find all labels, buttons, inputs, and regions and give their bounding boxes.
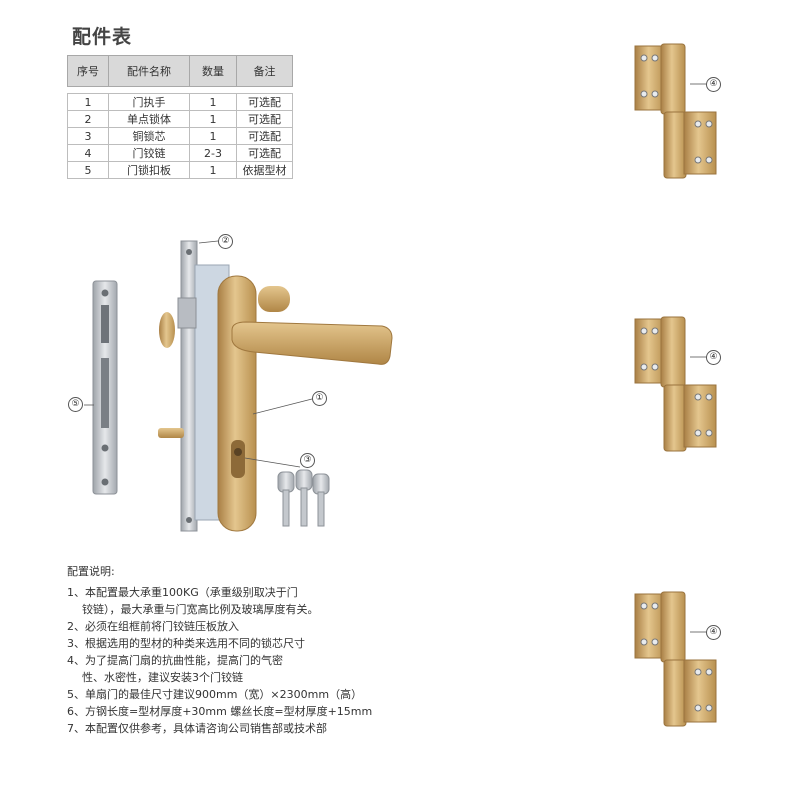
callout-hinge-1: ④	[706, 77, 721, 92]
note-line: 4、为了提高门扇的抗曲性能，提高门的气密	[67, 654, 283, 667]
callout-leaders	[84, 83, 706, 633]
hinge-image-2	[634, 316, 717, 452]
callout-lock-body: ②	[218, 234, 233, 249]
note-line: 5、单扇门的最佳尺寸建议900mm（宽）×2300mm（高）	[67, 688, 363, 701]
table-row: 5 门锁扣板 1 依据型材	[67, 161, 293, 179]
table-header-row: 序号 配件名称 数量 备注	[67, 55, 293, 87]
keys-image	[277, 469, 330, 527]
cell-remark: 可选配	[236, 110, 293, 128]
header-part-name: 配件名称	[108, 55, 190, 87]
header-quantity: 数量	[189, 55, 237, 87]
cell-remark: 依据型材	[236, 161, 293, 179]
note-line: 3、根据选用的型材的种类来选用不同的锁芯尺寸	[67, 637, 305, 650]
callout-hinge-3: ④	[706, 625, 721, 640]
header-remark: 备注	[236, 55, 293, 87]
callout-handle: ①	[312, 391, 327, 406]
page-title: 配件表	[72, 26, 133, 48]
door-handle-image	[159, 275, 393, 532]
note-line: 铰链），最大承重与门宽高比例及玻璃厚度有关。	[82, 603, 319, 616]
note-line: 7、本配置仅供参考，具体请咨询公司销售部或技术部	[67, 722, 327, 735]
callout-strike-plate: ⑤	[68, 397, 83, 412]
notes-title: 配置说明:	[67, 565, 115, 578]
callout-cylinder: ③	[300, 453, 315, 468]
cell-part-name: 门锁扣板	[108, 161, 190, 179]
parts-table: 序号 配件名称 数量 备注 1 门执手 1 可选配 2 单点锁体 1 可选配 3…	[67, 55, 293, 179]
table-row: 2 单点锁体 1 可选配	[67, 110, 293, 128]
hinge-image-1	[634, 43, 717, 179]
note-line: 2、必须在组框前将门铰链压板放入	[67, 620, 239, 633]
strike-plate-image	[92, 280, 118, 495]
cell-quantity: 1	[189, 161, 237, 179]
hinge-image-3	[634, 591, 717, 727]
note-line: 性、水密性，建议安装3个门铰链	[82, 671, 243, 684]
note-line: 1、本配置最大承重100KG（承重级别取决于门	[67, 586, 298, 599]
note-line: 6、方钢长度=型材厚度+30mm 螺丝长度=型材厚度+15mm	[67, 705, 373, 718]
notes-list: 1、本配置最大承重100KG（承重级别取决于门 铰链），最大承重与门宽高比例及玻…	[67, 584, 427, 737]
callout-hinge-2: ④	[706, 350, 721, 365]
